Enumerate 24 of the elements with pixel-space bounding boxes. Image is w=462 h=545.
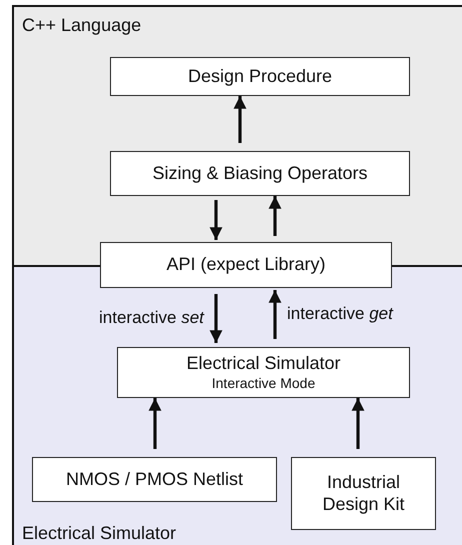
box-subtitle: Interactive Mode (212, 374, 316, 392)
process-box (291, 457, 436, 530)
arrow (268, 196, 282, 236)
box-label: Electrical Simulator (186, 353, 341, 375)
arrow (352, 398, 364, 449)
box-label: NMOS / PMOS Netlist (66, 468, 244, 490)
process-box (110, 57, 410, 96)
arrow (210, 294, 222, 343)
panel-title: C++ Language (22, 15, 142, 36)
box-label: Sizing & Biasing Operators (152, 162, 368, 184)
process-box (117, 347, 410, 398)
arrow (148, 398, 162, 449)
box-label: API (expect Library) (166, 254, 326, 276)
edge-label: interactive set (99, 308, 204, 328)
box-label: Industrial Design Kit (321, 472, 406, 516)
box-label: Design Procedure (188, 66, 332, 88)
api-box (100, 242, 392, 288)
arrow (234, 96, 246, 143)
arrow (268, 290, 282, 339)
arrow (210, 200, 222, 240)
process-box (32, 457, 277, 502)
process-box (110, 151, 410, 196)
edge-label: interactive get (287, 304, 393, 324)
panel-title: Electrical Simulator (22, 523, 176, 544)
